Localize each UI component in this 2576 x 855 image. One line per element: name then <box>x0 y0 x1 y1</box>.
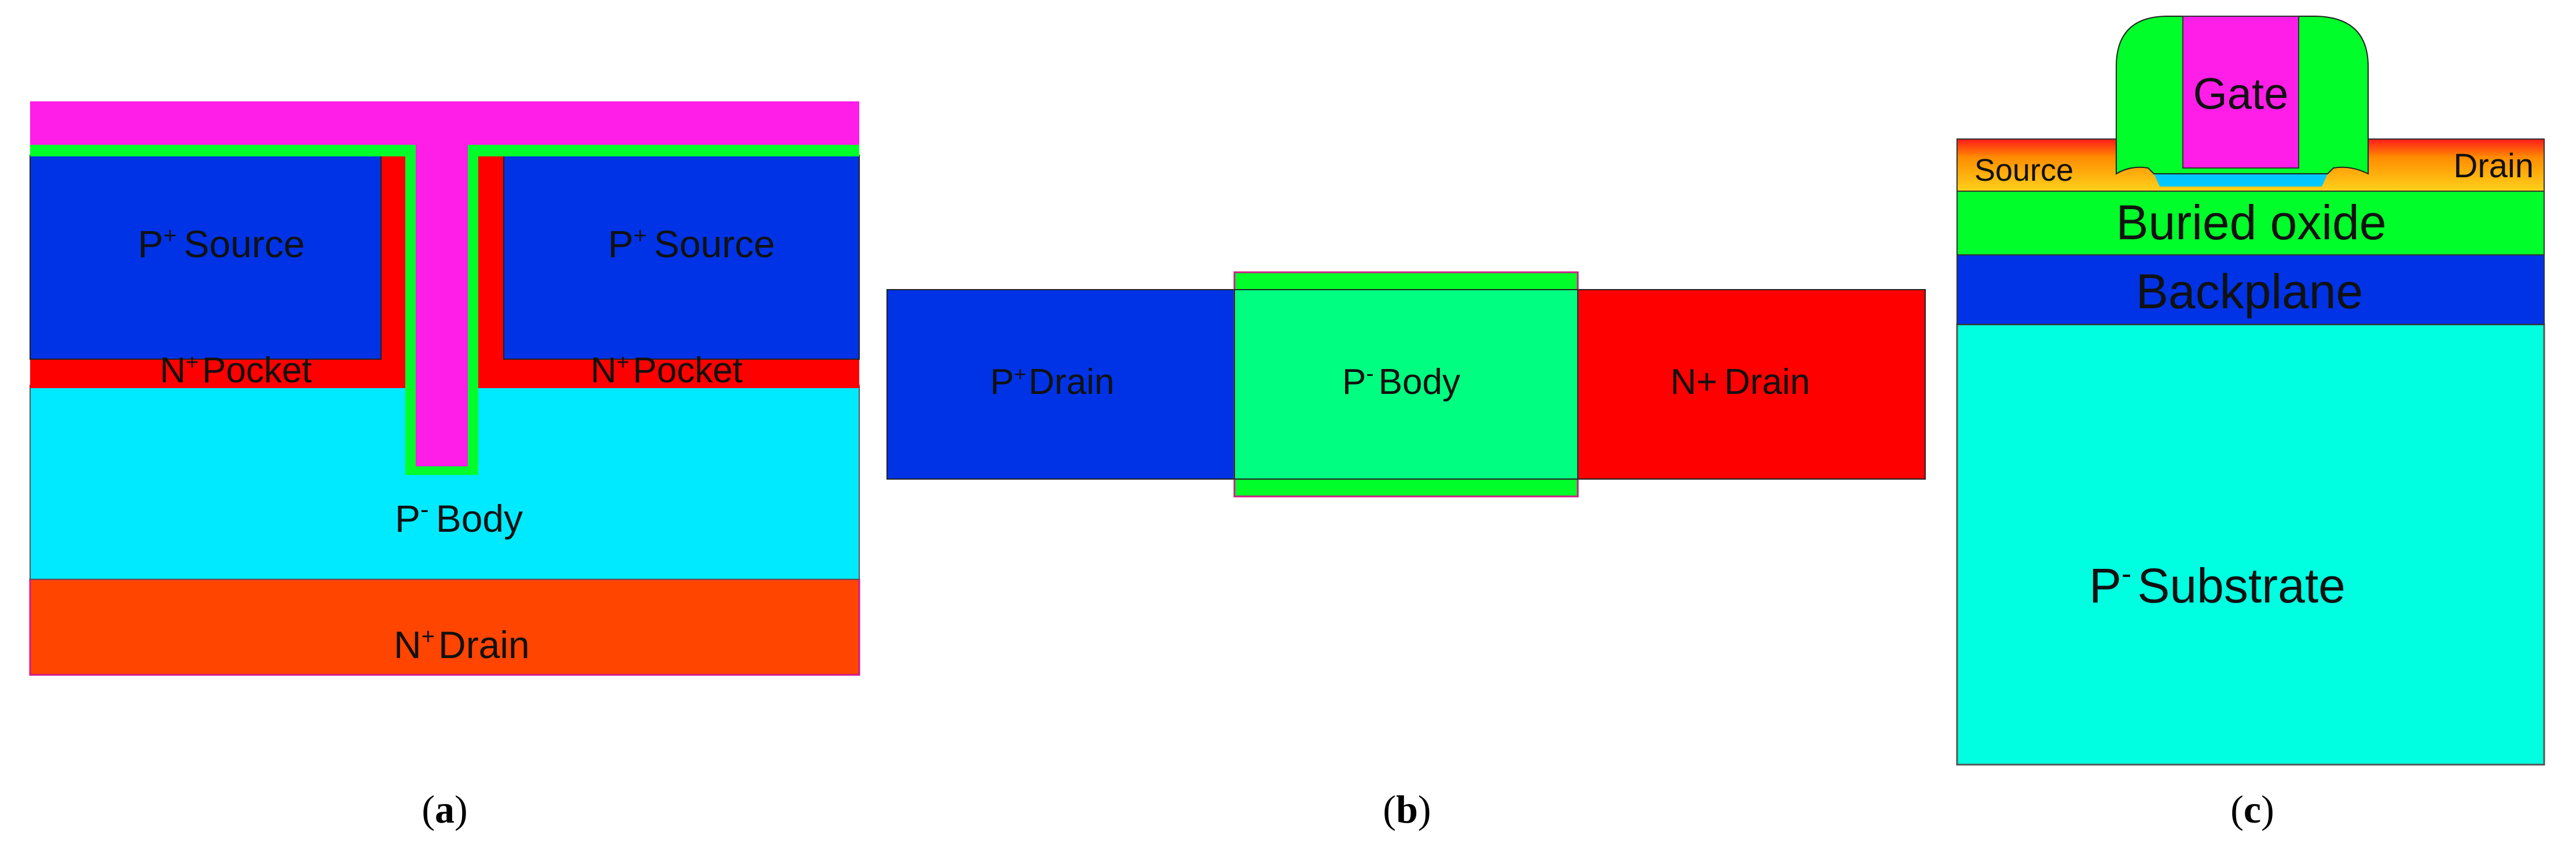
n-drain-label: Drain <box>1724 362 1810 402</box>
svg-text:P+Drain: P+Drain <box>990 362 1115 402</box>
source-left-label: Source <box>184 222 305 265</box>
caption-a: a <box>435 787 455 831</box>
svg-text:N+Pocket: N+Pocket <box>160 350 312 390</box>
svg-text:P-Substrate: P-Substrate <box>2089 557 2346 613</box>
svg-text:(a): (a) <box>422 787 467 831</box>
svg-text:P+Source: P+ Source <box>138 222 305 265</box>
panel-a: P+Source P+Source N+Pocket N+Pocket P-Bo… <box>29 101 860 831</box>
body-inner <box>1234 289 1578 480</box>
svg-text:P-Body: P-Body <box>1342 361 1460 402</box>
body-mark: - <box>420 495 429 524</box>
svg-text:(c): (c) <box>2230 787 2274 831</box>
svg-text:N+Pocket: N+Pocket <box>591 350 743 390</box>
pocket-right <box>478 359 859 388</box>
n-drain-region <box>1577 289 1926 480</box>
caption-c: c <box>2244 787 2261 831</box>
substrate-region <box>1956 323 2545 766</box>
body-label: Body <box>436 497 523 540</box>
gate-stem <box>416 101 468 466</box>
gate-label: Gate <box>2193 70 2289 119</box>
p-drain-region <box>886 289 1235 480</box>
svg-text:P+Source: P+ Source <box>608 222 775 265</box>
pocket-right-label: Pocket <box>633 350 743 390</box>
pocket-right-mark: + <box>617 350 629 375</box>
pocket-left-mark: + <box>186 350 199 375</box>
body-base: P <box>395 497 420 540</box>
pocket-left <box>30 359 405 388</box>
gate-region <box>2182 16 2299 169</box>
pocket-right-base: N <box>591 350 617 390</box>
source-left-mark: + <box>163 223 177 249</box>
source-label: Source <box>1974 153 2073 188</box>
pocket-left-label: Pocket <box>202 350 312 390</box>
p-drain-mark: + <box>1014 362 1026 386</box>
source-left-base: P <box>138 222 163 265</box>
pocket-left-base: N <box>160 350 186 390</box>
n-drain-base: N+ <box>1670 362 1717 402</box>
source-right-mark: + <box>633 223 647 249</box>
backplane-region <box>1956 254 2545 325</box>
drain-label: Drain <box>438 623 530 666</box>
svg-text:P-Body: P-Body <box>395 495 523 540</box>
substrate-mark: - <box>2121 557 2131 591</box>
source-right-label: Source <box>654 222 775 265</box>
svg-text:N+Drain: N+Drain <box>394 623 530 666</box>
buried-oxide-label: Buried oxide <box>2116 195 2387 250</box>
substrate-base: P <box>2089 558 2121 613</box>
channel-region <box>2154 174 2328 187</box>
p-drain-label: Drain <box>1028 362 1114 402</box>
substrate-label: Substrate <box>2137 558 2346 613</box>
drain-base: N <box>394 623 422 666</box>
panel-b: P+Drain P-Body N+Drain (b) <box>886 271 1926 831</box>
drain-mark: + <box>422 624 435 649</box>
source-left <box>30 155 382 360</box>
drain-label: Drain <box>2453 147 2534 185</box>
body-mark: - <box>1366 361 1373 386</box>
pocket-wall-right <box>478 155 504 388</box>
panel-c: Gate Source Drain Buried oxide Backplane… <box>1956 16 2545 831</box>
body-base: P <box>1342 362 1366 402</box>
source-right-base: P <box>608 222 633 265</box>
buried-oxide-region <box>1956 191 2545 255</box>
pocket-wall-left <box>381 155 405 388</box>
svg-text:N+Drain: N+Drain <box>1670 362 1810 402</box>
caption-b: b <box>1396 787 1418 831</box>
svg-text:(b): (b) <box>1383 787 1431 831</box>
p-drain-base: P <box>990 362 1014 402</box>
body-label: Body <box>1379 362 1460 402</box>
backplane-label: Backplane <box>2136 264 2363 319</box>
drain-region <box>29 578 860 676</box>
